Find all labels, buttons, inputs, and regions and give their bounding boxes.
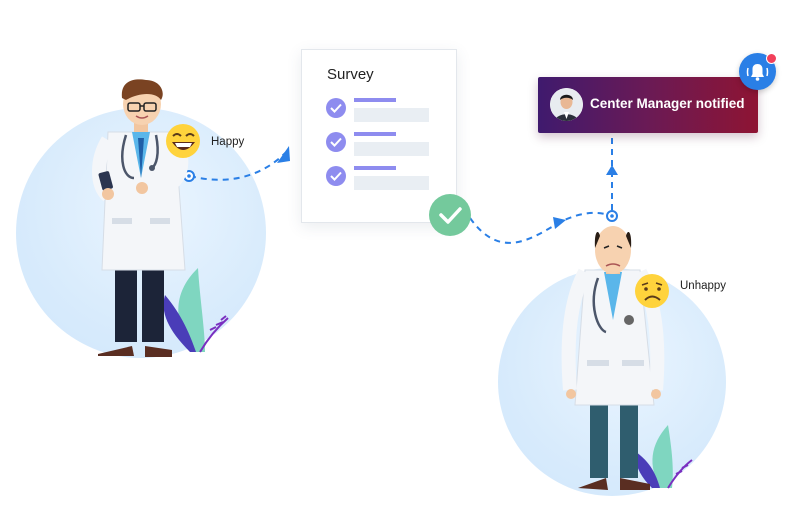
arrow-to-unhappy [553,217,566,229]
manager-avatar [550,88,583,121]
check-icon [326,132,346,152]
notification-dot [766,53,777,64]
bell-ringing-icon[interactable] [739,53,776,90]
survey-card: Survey [301,49,457,223]
survey-item [326,132,436,160]
check-icon [326,98,346,118]
arrow-to-manager [606,165,618,175]
survey-title: Survey [327,66,374,83]
manager-notification: Center Manager notified [538,77,758,133]
survey-item [326,98,436,126]
notification-text: Center Manager notified [590,96,745,111]
success-check-icon [429,194,471,236]
arrow-to-survey [277,146,290,163]
happy-label: Happy [211,136,245,148]
unhappy-label: Unhappy [680,280,727,292]
survey-item [326,166,436,194]
check-icon [326,166,346,186]
connector-happy-to-survey [189,147,291,181]
